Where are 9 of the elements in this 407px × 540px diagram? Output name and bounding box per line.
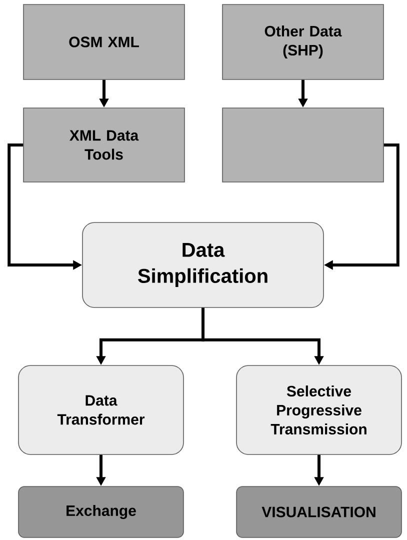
source-box: XML Data Tools xyxy=(23,108,185,182)
output-box: Exchange xyxy=(18,486,184,538)
process-box: Data Transformer xyxy=(18,365,184,455)
output-box: VISUALISATION xyxy=(236,486,402,538)
process-box: Data Simplification xyxy=(82,222,324,308)
process-box: Selective Progressive Transmission xyxy=(236,365,402,455)
source-box: Other Data (SHP) xyxy=(222,4,384,80)
empty-box xyxy=(222,108,384,182)
source-box: OSM XML xyxy=(23,4,185,80)
